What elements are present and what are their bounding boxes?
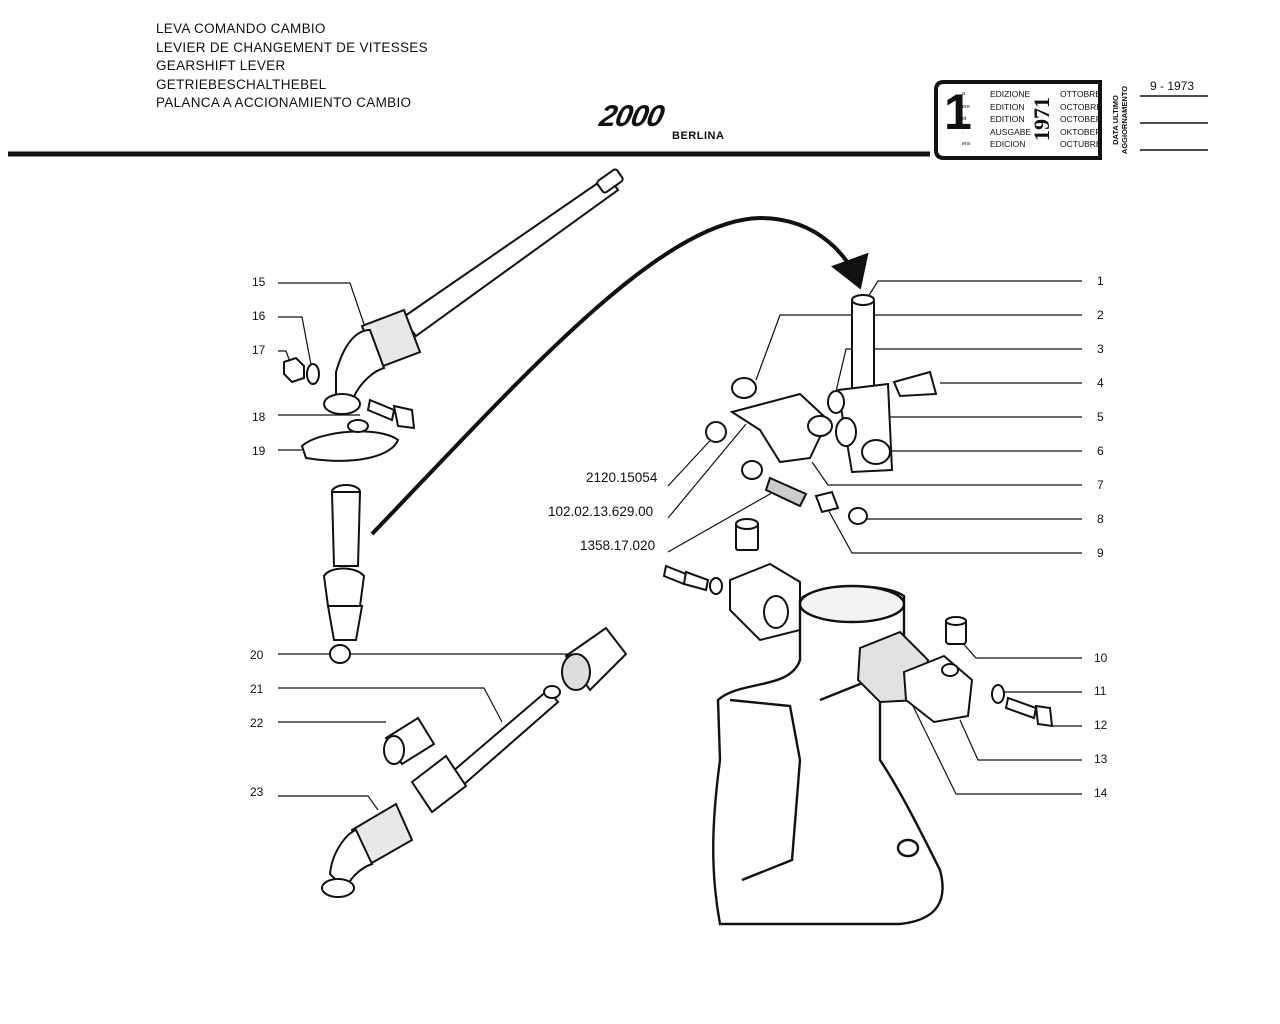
callout-17: 17 xyxy=(252,343,266,357)
part-number-2: 102.02.13.629.00 xyxy=(548,504,654,519)
title-line-italian: LEVA COMANDO CAMBIO xyxy=(156,21,326,36)
callout-1: 1 xyxy=(1097,274,1104,288)
callout-16: 16 xyxy=(252,309,266,323)
bolt-right xyxy=(991,684,1054,728)
edition-word-it: EDIZIONE xyxy=(990,89,1031,99)
callout-5: 5 xyxy=(1097,410,1104,424)
callout-4: 4 xyxy=(1097,376,1104,390)
locking-plate xyxy=(300,419,400,462)
edition-sup-de: . xyxy=(962,128,964,135)
leader-lines-right xyxy=(667,280,1082,795)
callout-11: 11 xyxy=(1094,684,1107,698)
edition-box-frame xyxy=(934,80,1208,160)
bolt-18 xyxy=(366,398,416,430)
edition-sup-es: era xyxy=(962,141,970,147)
title-line-french: LEVIER DE CHANGEMENT DE VITESSES xyxy=(156,39,428,55)
title-line-english: GEARSHIFT LEVER xyxy=(156,58,286,73)
shift-fork xyxy=(705,377,833,464)
part-number-3: 1358.17.020 xyxy=(580,538,656,553)
spring-and-plunger xyxy=(741,460,868,525)
edition-sup-fr: ere xyxy=(962,103,970,110)
update-date: 9 - 1973 xyxy=(1150,79,1195,93)
callout-15: 15 xyxy=(252,275,266,289)
lever-end-fitting xyxy=(321,802,414,898)
edition-number: 1 xyxy=(944,84,972,140)
gear-lever-lower xyxy=(322,484,366,664)
callout-9: 9 xyxy=(1097,546,1104,560)
callout-7: 7 xyxy=(1097,478,1104,492)
model-subtitle: BERLINA xyxy=(672,130,725,142)
callout-12: 12 xyxy=(1094,718,1108,732)
callout-3: 3 xyxy=(1097,342,1104,356)
edition-word-en: EDITION xyxy=(990,114,1025,124)
side-cover xyxy=(856,630,974,724)
selector-assembly xyxy=(827,294,938,474)
edition-month-fr: OCTOBRE xyxy=(1060,101,1102,112)
edition-word-es: EDICION xyxy=(990,139,1026,149)
gearbox-housing xyxy=(712,584,944,926)
callout-13: 13 xyxy=(1094,752,1108,766)
rubber-bush xyxy=(383,716,436,766)
leader-lines-left xyxy=(278,282,570,811)
fill-plug xyxy=(945,616,967,645)
callout-14: 14 xyxy=(1094,786,1108,800)
callout-21: 21 xyxy=(250,682,264,696)
bracket-flange xyxy=(729,562,801,642)
callout-2: 2 xyxy=(1097,308,1104,322)
callout-19: 19 xyxy=(252,444,266,458)
gear-lever-upper xyxy=(323,168,624,415)
edition-month-de: OKTOBER xyxy=(1060,126,1102,137)
callout-23: 23 xyxy=(250,785,264,799)
title-line-spanish: PALANCA A ACCIONAMIENTO CAMBIO xyxy=(156,95,412,110)
connecting-rod xyxy=(410,685,561,814)
knurled-nut xyxy=(561,626,628,692)
edition-word-de: AUSGABE xyxy=(990,126,1032,137)
edition-sup-it: a xyxy=(962,91,966,97)
title-line-german: GETRIEBESCHALTHEBEL xyxy=(156,76,327,92)
edition-sup-en: st xyxy=(962,116,967,122)
part-number-1: 2120.15054 xyxy=(586,470,658,485)
callout-18: 18 xyxy=(252,410,266,424)
callout-22: 22 xyxy=(250,716,264,730)
assembly-arrow xyxy=(370,215,869,536)
edition-month-es: OCTUBRE xyxy=(1060,139,1102,149)
edition-month-en: OCTOBER xyxy=(1060,114,1102,124)
edition-month-it: OTTOBRE xyxy=(1060,89,1101,99)
callout-6: 6 xyxy=(1097,444,1104,458)
edition-word-fr: EDITION xyxy=(990,101,1025,112)
callout-8: 8 xyxy=(1097,512,1104,526)
bush-small xyxy=(735,518,759,551)
callout-10: 10 xyxy=(1094,651,1108,665)
nut-and-washer xyxy=(283,356,320,385)
callout-20: 20 xyxy=(250,648,264,662)
bolt-left xyxy=(662,564,723,595)
